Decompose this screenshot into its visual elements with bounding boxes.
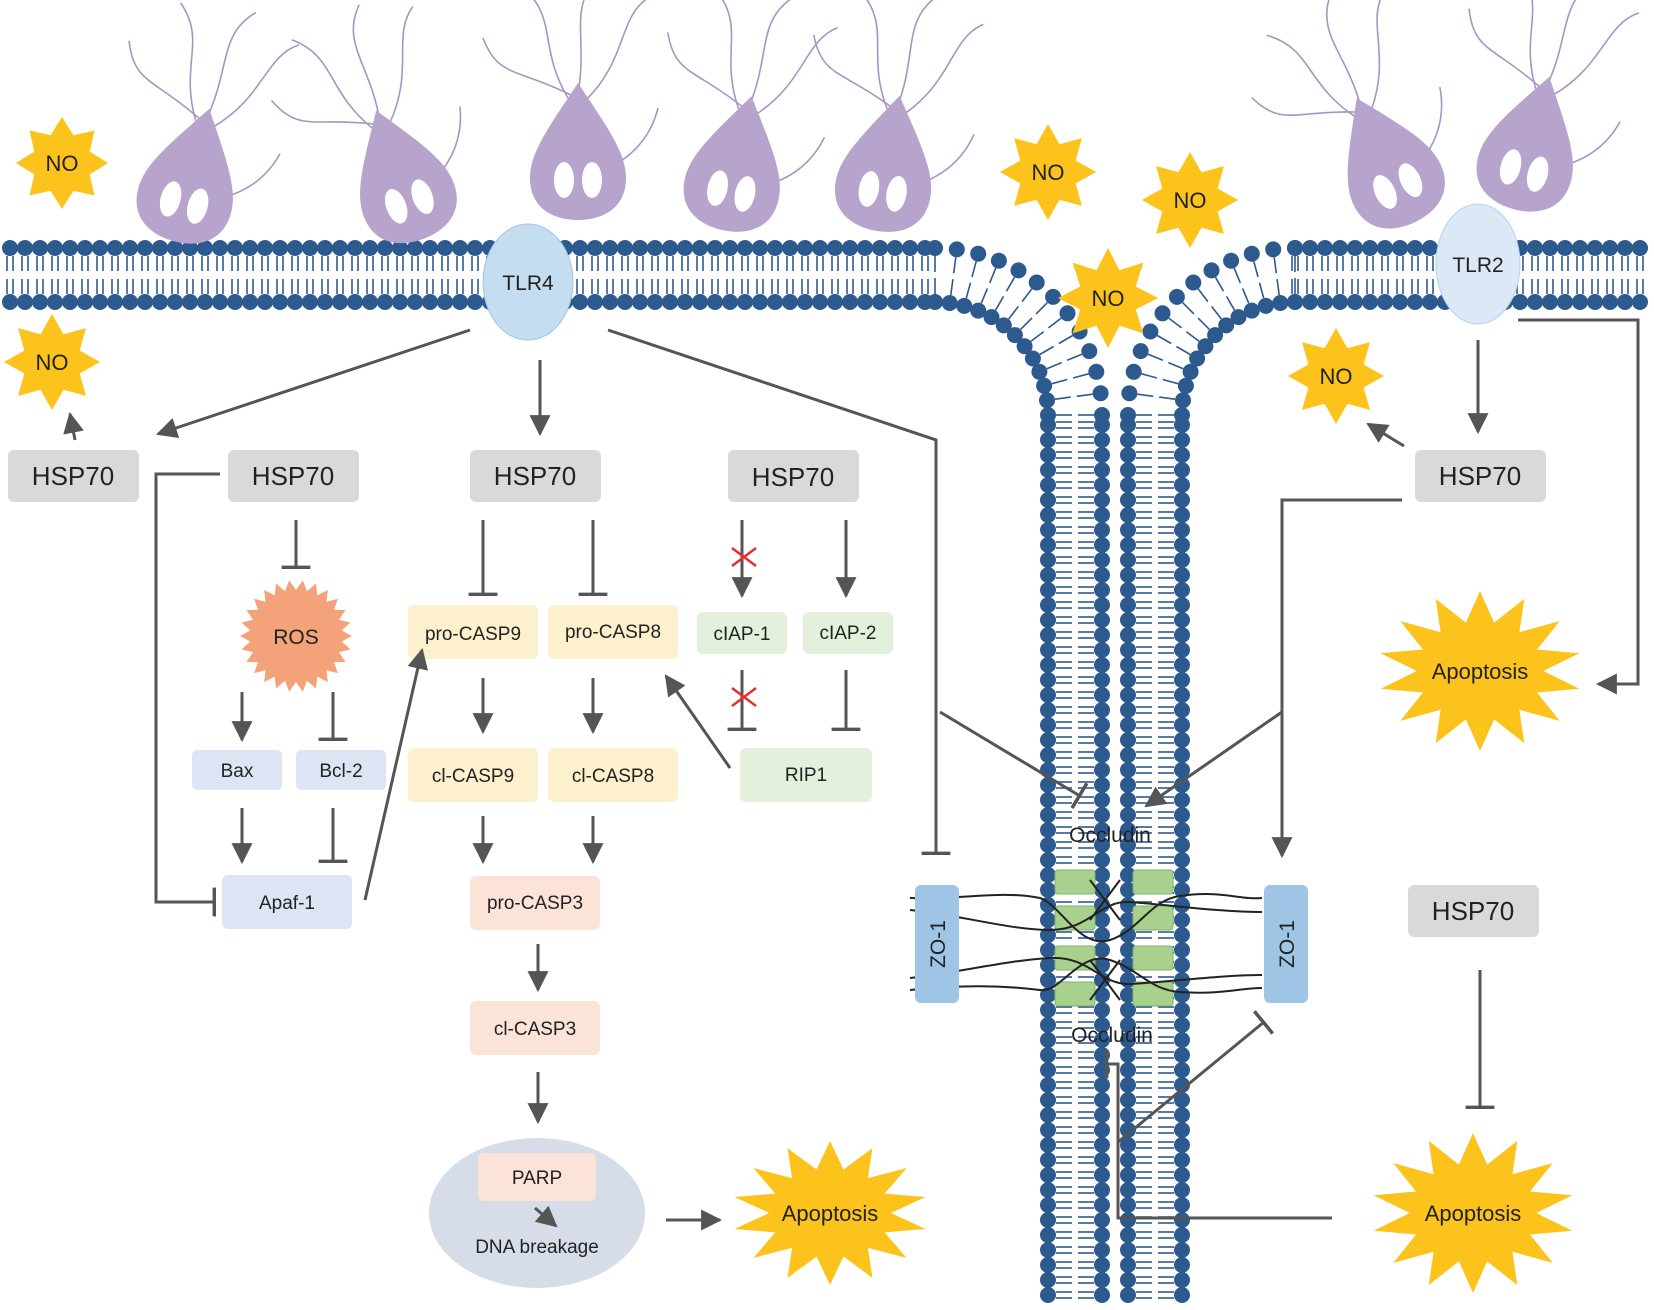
zo1-right: ZO-1 bbox=[1264, 885, 1308, 1003]
rip1-label: RIP1 bbox=[785, 765, 827, 786]
no-label: NO bbox=[1320, 364, 1353, 389]
no-burst: NO bbox=[1142, 152, 1238, 248]
apoptosis-burst: Apoptosis bbox=[734, 1141, 926, 1285]
no-label: NO bbox=[1032, 160, 1065, 185]
hsp70-box: HSP70 bbox=[728, 450, 859, 502]
ros-burst: ROS bbox=[240, 580, 352, 692]
no-label: NO bbox=[1174, 188, 1207, 213]
ciap1-box: cIAP-1 bbox=[697, 612, 787, 654]
occludin-label-top: Occludin bbox=[1069, 824, 1151, 847]
tlr2-label: TLR2 bbox=[1452, 254, 1503, 277]
hsp70-label: HSP70 bbox=[1432, 896, 1514, 926]
hsp70-label: HSP70 bbox=[252, 461, 334, 491]
dna-breakage-label: DNA breakage bbox=[475, 1237, 599, 1258]
trophozoite-icon bbox=[667, 0, 838, 232]
bax-label: Bax bbox=[221, 761, 254, 782]
no-burst: NO bbox=[1288, 328, 1384, 424]
no-burst: NO bbox=[1058, 248, 1158, 348]
pro-casp8-label: pro-CASP8 bbox=[565, 622, 661, 643]
rip1-box: RIP1 bbox=[740, 748, 872, 802]
tlr4-receptor: TLR4 bbox=[482, 223, 574, 341]
occludin-label-bottom: Occludin bbox=[1071, 1024, 1153, 1047]
pro-casp9-box: pro-CASP9 bbox=[408, 605, 538, 659]
cross-mark-icon bbox=[731, 687, 757, 707]
cl-casp8-label: cl-CASP8 bbox=[572, 766, 654, 787]
apoptosis-burst: Apoptosis bbox=[1373, 1133, 1573, 1293]
no-label: NO bbox=[46, 151, 79, 176]
trophozoite-icon bbox=[813, 0, 984, 232]
no-label: NO bbox=[36, 350, 69, 375]
hsp70-box: HSP70 bbox=[1415, 450, 1546, 502]
cross-mark-icon bbox=[731, 547, 757, 567]
apoptosis-label: Apoptosis bbox=[782, 1201, 879, 1226]
trophozoite-icon bbox=[128, 2, 300, 244]
cl-casp9-box: cl-CASP9 bbox=[408, 748, 538, 802]
pro-casp3-box: pro-CASP3 bbox=[470, 876, 600, 930]
parasites bbox=[128, 0, 1640, 244]
hsp70-label: HSP70 bbox=[752, 462, 834, 492]
ciap1-label: cIAP-1 bbox=[713, 624, 770, 645]
trophozoite-icon bbox=[1468, 0, 1640, 212]
pro-casp8-box: pro-CASP8 bbox=[548, 605, 678, 659]
hsp70-label: HSP70 bbox=[494, 461, 576, 491]
trophozoite-icon bbox=[1251, 0, 1445, 229]
bcl2-label: Bcl-2 bbox=[319, 761, 362, 782]
no-burst: NO bbox=[16, 117, 108, 209]
zo1-left: ZO-1 bbox=[915, 885, 959, 1003]
no-label: NO bbox=[1092, 286, 1125, 311]
ros-label: ROS bbox=[273, 626, 319, 649]
pro-casp9-label: pro-CASP9 bbox=[425, 624, 521, 645]
apoptosis-label: Apoptosis bbox=[1432, 659, 1529, 684]
cl-casp3-label: cl-CASP3 bbox=[494, 1019, 576, 1040]
no-burst: NO bbox=[4, 314, 100, 410]
hsp70-box: HSP70 bbox=[8, 450, 139, 502]
cl-casp8-box: cl-CASP8 bbox=[548, 748, 678, 802]
apaf1-label: Apaf-1 bbox=[259, 893, 315, 914]
cl-casp3-box: cl-CASP3 bbox=[470, 1001, 600, 1055]
zo1-label: ZO-1 bbox=[1276, 920, 1299, 968]
nucleus: PARP DNA breakage bbox=[429, 1138, 645, 1288]
trophozoite-icon bbox=[270, 4, 462, 244]
occludin-segments bbox=[1054, 869, 1174, 1007]
bcl2-box: Bcl-2 bbox=[296, 750, 386, 790]
tight-junction: ZO-1 ZO-1 Occludin Occludin bbox=[909, 824, 1308, 1047]
activation-arrows bbox=[63, 318, 1640, 1231]
parp-label: PARP bbox=[512, 1168, 562, 1189]
hsp70-box: HSP70 bbox=[1408, 885, 1539, 937]
tlr4-label: TLR4 bbox=[502, 272, 554, 295]
cell-membrane bbox=[2, 240, 1648, 1303]
hsp70-box: HSP70 bbox=[470, 450, 601, 502]
inhibition-lines bbox=[154, 328, 1495, 1220]
parp-box bbox=[478, 1153, 596, 1201]
ciap2-label: cIAP-2 bbox=[819, 623, 876, 644]
trophozoite-icon bbox=[482, 0, 659, 220]
ciap2-box: cIAP-2 bbox=[803, 612, 893, 654]
pro-casp3-label: pro-CASP3 bbox=[487, 893, 583, 914]
apoptosis-burst: Apoptosis bbox=[1380, 591, 1580, 751]
apaf1-box: Apaf-1 bbox=[222, 875, 352, 929]
tlr2-receptor: TLR2 bbox=[1435, 203, 1521, 325]
hsp70-label: HSP70 bbox=[32, 461, 114, 491]
zo1-label: ZO-1 bbox=[927, 920, 950, 968]
no-burst: NO bbox=[1000, 124, 1096, 220]
apoptosis-label: Apoptosis bbox=[1425, 1201, 1522, 1226]
hsp70-label: HSP70 bbox=[1439, 461, 1521, 491]
hsp70-box: HSP70 bbox=[228, 450, 359, 502]
cl-casp9-label: cl-CASP9 bbox=[432, 766, 514, 787]
bax-box: Bax bbox=[192, 750, 282, 790]
